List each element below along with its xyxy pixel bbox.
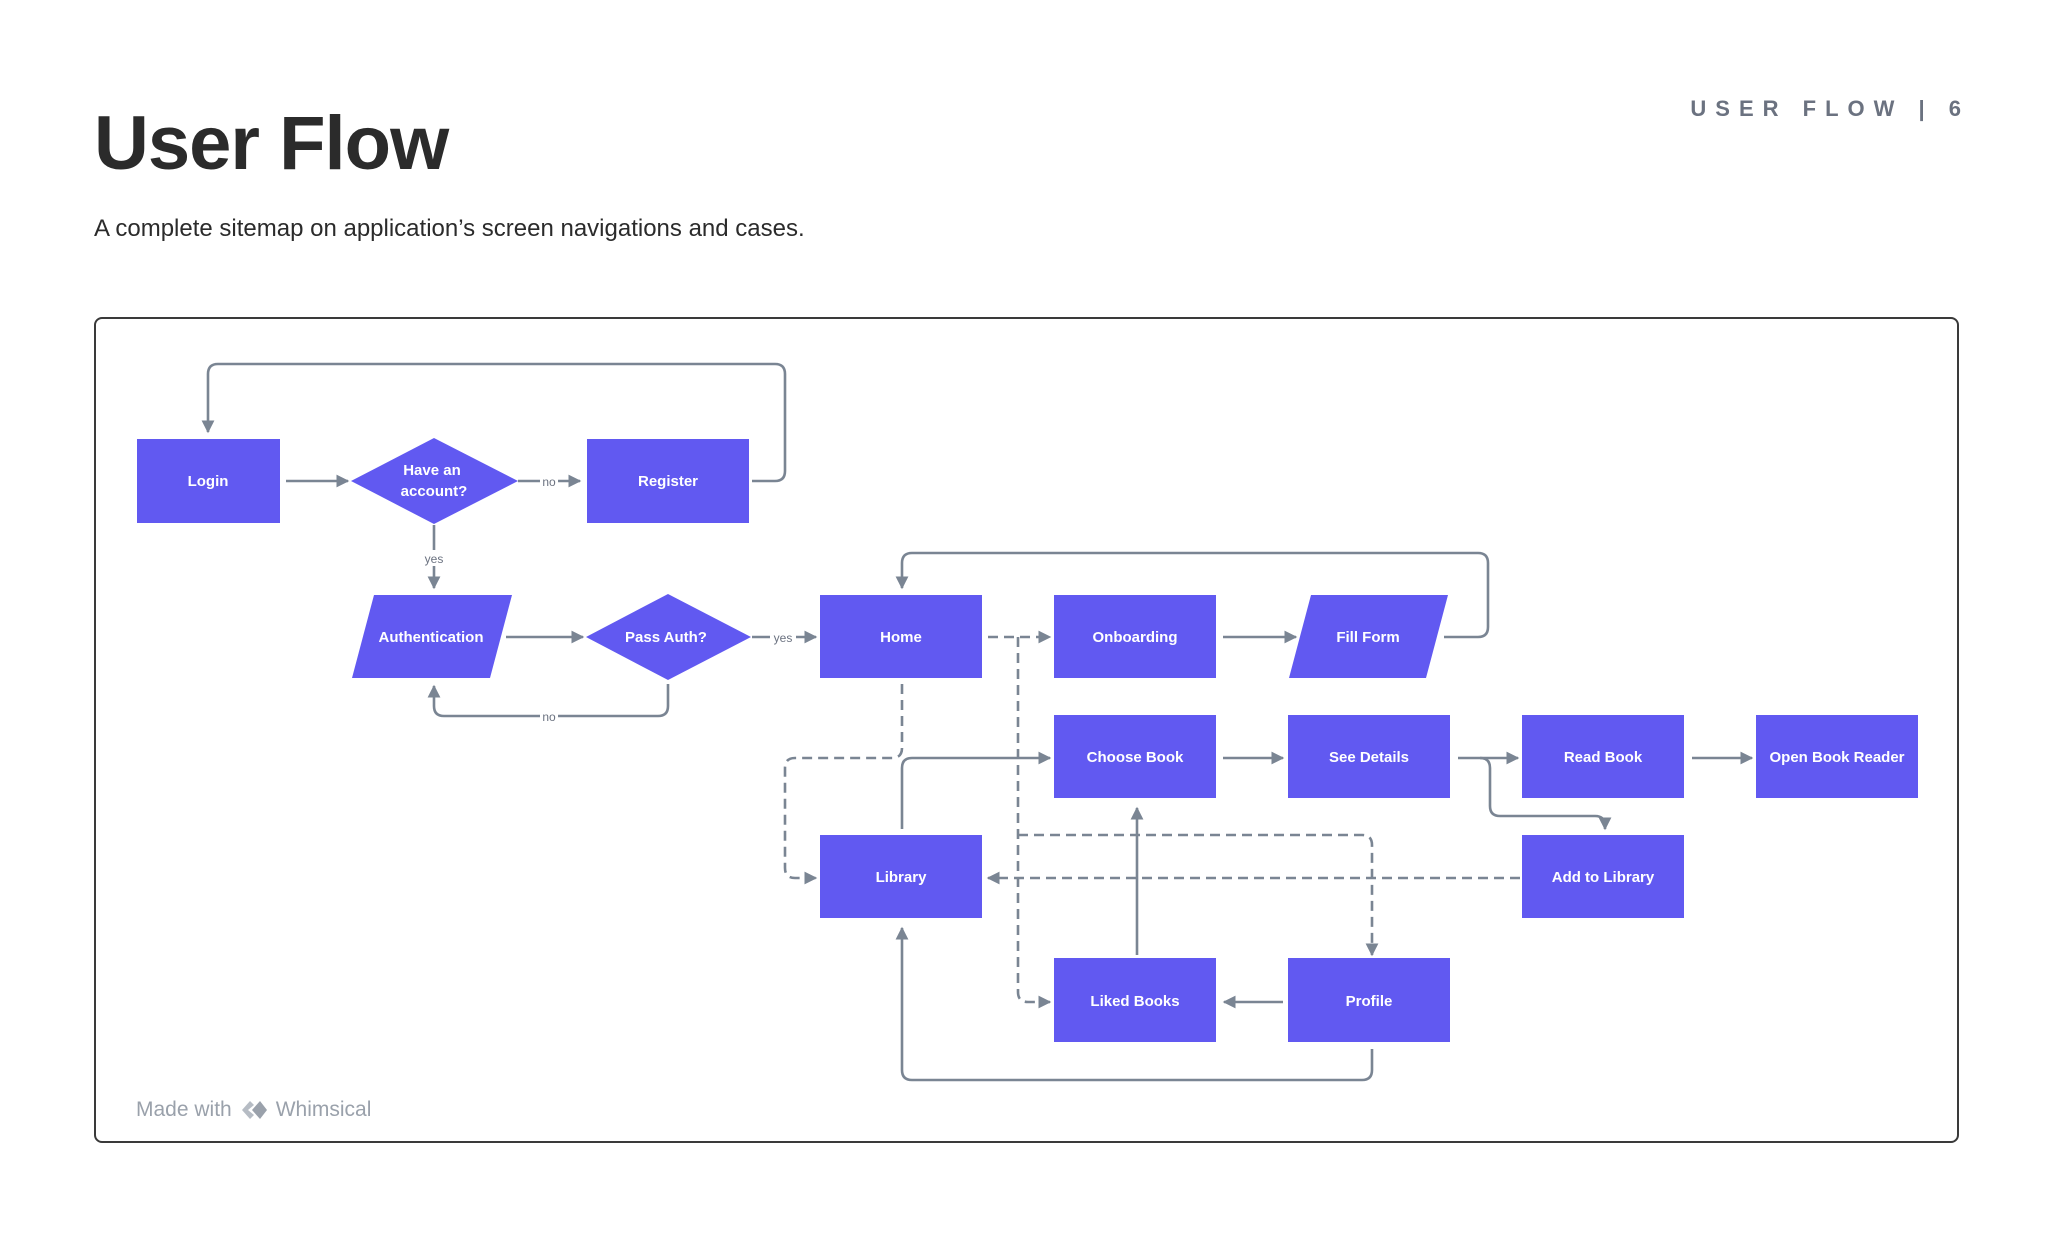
edge-home-to-profile xyxy=(1018,833,1379,957)
node-read-book[interactable]: Read Book xyxy=(1522,715,1684,798)
brand-name: Whimsical xyxy=(275,1098,372,1121)
node-login[interactable]: Login xyxy=(137,439,280,523)
edge-home-to-library xyxy=(783,684,904,885)
made-with-label: Made with xyxy=(136,1098,232,1121)
node-label: Fill Form xyxy=(1336,629,1399,646)
edges xyxy=(201,362,1754,1082)
page-title: User Flow xyxy=(94,101,449,186)
edge-label-yes: yes xyxy=(425,552,444,566)
node-library[interactable]: Library xyxy=(820,835,982,918)
node-label: Onboarding xyxy=(1093,629,1178,646)
edge-label-yes: yes xyxy=(774,631,793,645)
node-label: Open Book Reader xyxy=(1769,749,1904,766)
node-fill-form[interactable]: Fill Form xyxy=(1289,595,1448,678)
node-liked-books[interactable]: Liked Books xyxy=(1054,958,1216,1042)
node-label: Add to Library xyxy=(1552,869,1655,886)
node-label: Choose Book xyxy=(1087,749,1184,766)
page-subtitle: A complete sitemap on application’s scre… xyxy=(94,215,805,242)
node-authentication[interactable]: Authentication xyxy=(352,595,512,678)
node-have-account[interactable]: Have an account? xyxy=(351,438,518,524)
node-label: Register xyxy=(638,473,698,490)
edge-seedetails-to-addtolibrary xyxy=(1479,756,1612,831)
edge-home-to-likedbooks xyxy=(1016,637,1052,1009)
node-label: Pass Auth? xyxy=(625,629,707,646)
node-label: Profile xyxy=(1346,993,1393,1010)
edge-label-no: no xyxy=(542,475,556,489)
node-open-book-reader[interactable]: Open Book Reader xyxy=(1756,715,1918,798)
page-label: USER FLOW | 6 xyxy=(1690,96,1970,121)
edge-label-no: no xyxy=(542,710,556,724)
node-label: See Details xyxy=(1329,749,1409,766)
node-choose-book[interactable]: Choose Book xyxy=(1054,715,1216,798)
node-label: Login xyxy=(188,473,229,490)
node-see-details[interactable]: See Details xyxy=(1288,715,1450,798)
diagram-frame xyxy=(94,317,1959,1143)
edge-library-to-choosebook xyxy=(900,751,1052,829)
node-label: Library xyxy=(876,869,928,886)
node-label-line2: account? xyxy=(401,483,468,500)
edge-register-to-login xyxy=(201,362,787,483)
node-register[interactable]: Register xyxy=(587,439,749,523)
node-label: Read Book xyxy=(1564,749,1643,766)
edge-fillform-to-home xyxy=(895,551,1490,639)
whimsical-logo-icon xyxy=(241,1101,267,1119)
node-onboarding[interactable]: Onboarding xyxy=(1054,595,1216,678)
node-label: Liked Books xyxy=(1090,993,1179,1010)
node-add-to-library[interactable]: Add to Library xyxy=(1522,835,1684,918)
made-with-whimsical: Made with Whimsical xyxy=(136,1098,371,1122)
node-home[interactable]: Home xyxy=(820,595,982,678)
node-pass-auth[interactable]: Pass Auth? xyxy=(586,594,751,680)
node-label: Home xyxy=(880,629,922,646)
edge-profile-to-library xyxy=(895,926,1374,1082)
nodes: Login Have an account? Register Authenti… xyxy=(137,438,1918,1042)
node-profile[interactable]: Profile xyxy=(1288,958,1450,1042)
node-label-line1: Have an xyxy=(403,462,461,479)
node-label: Authentication xyxy=(379,629,484,646)
